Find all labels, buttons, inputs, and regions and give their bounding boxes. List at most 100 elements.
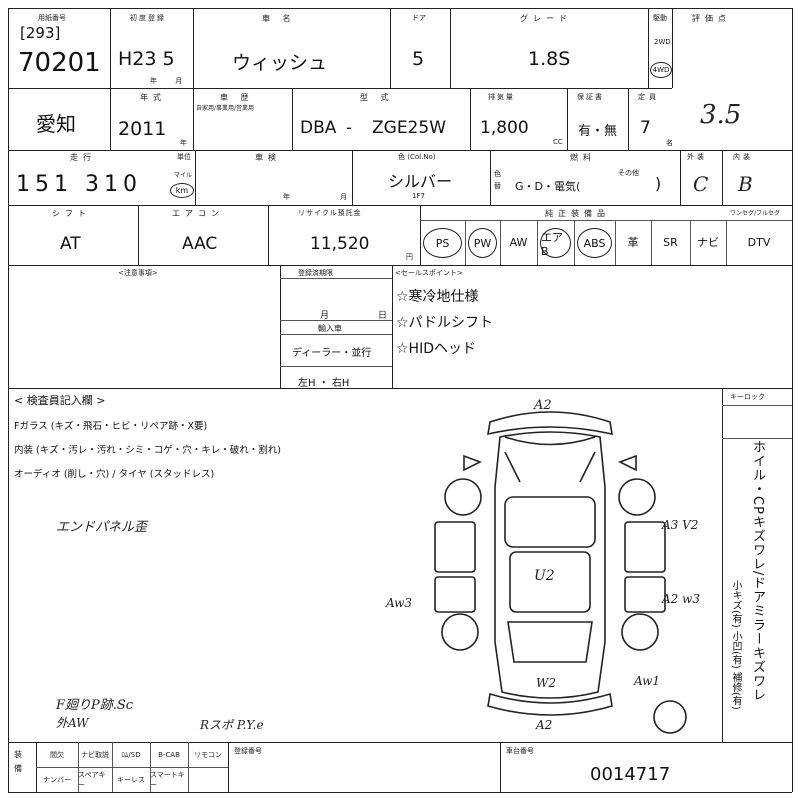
sales-point-2: ☆パドルシフト [396,315,493,331]
inspection-label: 車検 [255,153,281,162]
capacity: 7 [640,118,651,138]
inspection-line-2: 内装 (キズ・汚レ・汚れ・シミ・コゲ・穴・キレ・破れ・割れ) [14,445,281,456]
row2-bottom [8,150,792,151]
chassis-sub: 自家用/事業用/営業用 [196,105,255,112]
type-dash: - [346,118,353,138]
capacity-label: 定員 [638,93,660,101]
footer-item-row2-0: ナンバー [43,776,71,784]
footer-item-row1-2: ﾛﾑ/SD [121,751,141,759]
registry-day: 日 [378,311,388,321]
region: 愛知 [36,112,76,136]
displacement: 1,800 [480,118,529,138]
key-lock-label: キーロック [730,393,765,401]
footer-item-row1-1: ナビ取説 [81,751,109,759]
doors: 5 [412,48,425,70]
recycle-label: リサイクル預託金 [298,209,362,217]
warranty-label: 保証書 [577,93,604,101]
footer-top [8,742,792,743]
grade-label: グレード [520,14,572,23]
border-right [792,8,793,792]
drive-4wd: 4WD [650,62,672,78]
footer-item-row2-2: キーレス [117,776,145,784]
footer-item-row1-3: B-CAB [158,751,180,759]
color-change: 色替 [494,170,501,190]
color: シルバー [388,172,453,191]
chassis-number: 0014717 [590,764,671,785]
mark-right-front: A3 V2 [662,518,699,532]
notes-bottom [8,388,792,389]
equipment-2: AW [509,235,528,249]
footer-item-row2-3: スマートキー [150,771,185,789]
first-reg-value: H23 5 [118,48,175,70]
inspection-year: 年 [283,193,290,201]
row1-bottom [8,88,672,89]
capacity-unit: 名 [666,139,673,147]
chassis-number-label: 車台番号 [506,747,534,755]
door-label: ドア [412,14,426,22]
handle-side: 左H ・ 右H [298,378,350,389]
interior: B [738,172,753,196]
yen-unit: 円 [406,253,413,261]
mark-front: A2 [534,398,552,413]
mark-rear-bumper: A2 [536,718,553,732]
color-code: 1F7 [412,192,425,200]
equipment-0: PS [423,228,462,258]
reg-number-label: 登録番号 [234,747,262,755]
cc-unit: CC [553,138,563,146]
sheet-code: [293] [20,24,61,42]
mileage: 151 310 [16,172,142,197]
dealer-parallel: ディーラー・並行 [292,348,372,359]
footer-item-row2-4 [188,769,228,791]
row4-bottom [8,265,792,266]
sales-point-1: ☆寒冷地仕様 [396,289,479,305]
model-year-unit: 年 [180,139,187,147]
inspection-line-3: オーディオ (削し・穴) / タイヤ (スタッドレス) [14,469,215,480]
car-name-label: 車 名 [262,14,296,23]
recycle: 11,520 [310,234,370,254]
ac: AAC [182,234,218,254]
mark-right-rear: A2 w3 [662,592,701,606]
sales-label: <セールスポイント> [395,269,463,277]
mark-rear: W2 [536,676,556,690]
color-label: 色 (Col.No) [398,153,436,161]
shift: AT [60,234,81,254]
inspection-line-1: Fガラス (キズ・飛石・ヒビ・リペア跡・X要) [14,421,208,432]
handwritten-note-4: Rスポ P.Y.e [200,718,264,732]
footer-item-row1-4: リモコン [194,751,222,759]
inspection-title: < 検査員記入欄 > [14,394,106,407]
equipment-4: ABS [577,228,612,258]
footer-equip-label: 装備 [14,750,22,773]
chassis-label: 車 歴 [220,93,254,102]
handwritten-note-2: F廻りP跡.Sc [56,698,134,713]
warranty-value: 有・無 [578,124,618,139]
handwritten-note-3: 外AW [56,716,89,730]
footer-item-row1-0: 間欠 [50,751,64,759]
score: 3.5 [700,100,742,130]
sheet-label: 用紙番号 [38,14,66,22]
sales-point-3: ☆HIDヘッド [396,341,476,357]
mark-left: Aw3 [386,596,413,610]
equipment-6: SR [663,235,678,249]
drive-2wd: 2WD [654,38,671,46]
row3-bottom [8,205,792,206]
footer-item-row2-1: スペアキー [78,771,106,789]
type-code: ZGE25W [372,118,447,138]
lot-number: 70201 [18,48,101,78]
registry-month: 月 [320,311,330,321]
ac-label: エアコン [172,209,224,218]
grade: 1.8S [528,48,571,70]
equipment-8: DTV [747,235,771,249]
model-year-label: 年式 [140,93,166,102]
type-prefix: DBA [300,118,337,138]
border-top [8,8,792,9]
exterior-label: 外装 [687,153,707,161]
mark-roof: U2 [534,568,555,584]
tv-label: ワンセグ/フルセグ [730,210,781,217]
unit-label: 単位 [177,153,191,161]
year-month-label: 年 月 [150,77,191,85]
import-label: 輸入車 [318,324,342,333]
mark-rear-right: Aw1 [634,674,661,688]
side-text: ホイル・CPキズワレ/ドアミラーキズワレ [750,440,765,703]
equip-label: 純正装備品 [545,209,610,218]
model-year: 2011 [118,118,167,140]
